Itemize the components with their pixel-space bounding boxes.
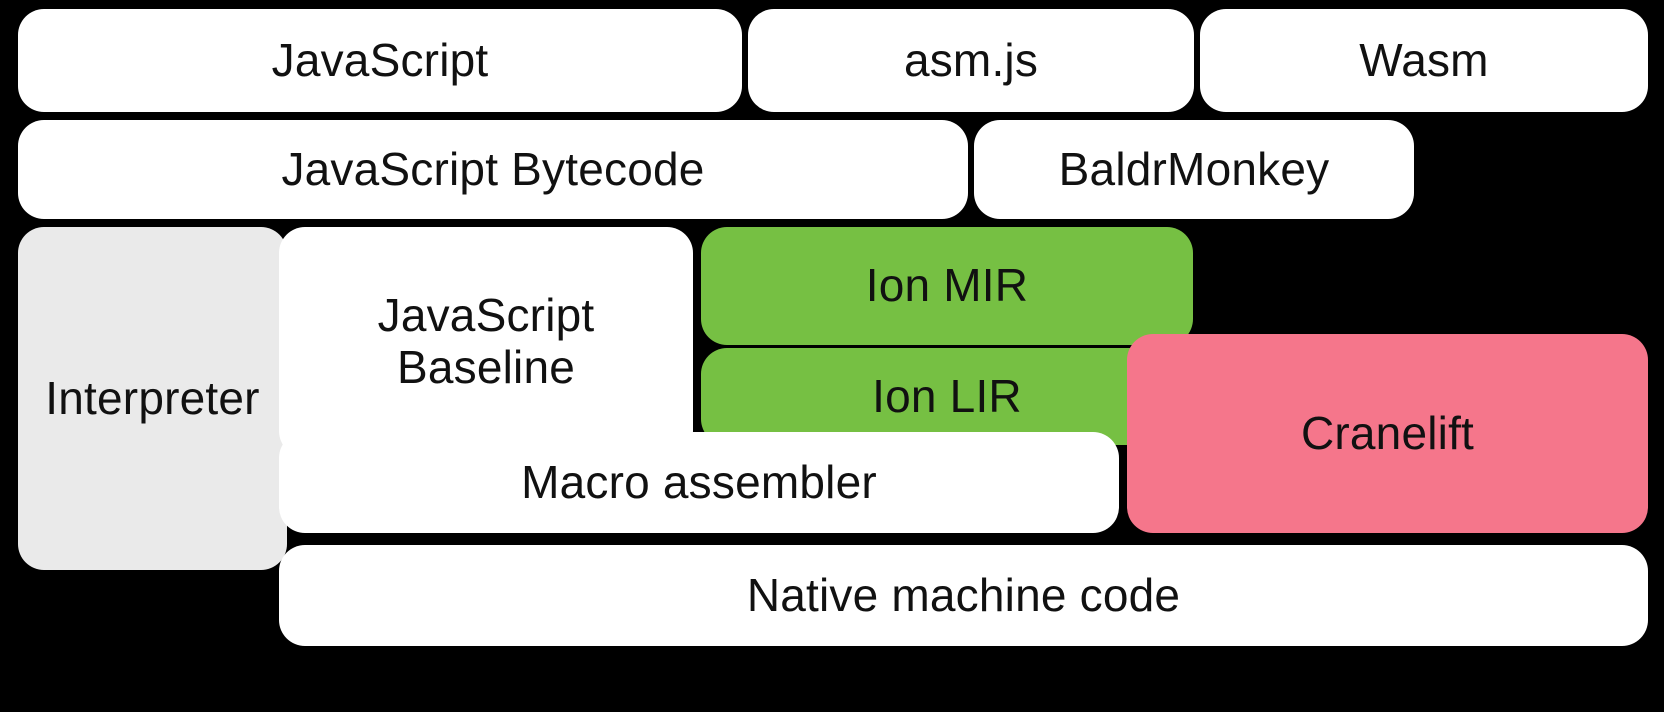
node-label-javascript: JavaScript [271, 33, 489, 86]
node-label-native-machine-code: Native machine code [746, 568, 1181, 621]
node-label-baldrmonkey: BaldrMonkey [1058, 142, 1330, 195]
node-label-macro-assembler: Macro assembler [521, 455, 877, 508]
node-ion-mir[interactable]: Ion MIR [701, 227, 1193, 345]
node-asm-js[interactable]: asm.js [748, 9, 1194, 112]
node-ion-lir[interactable]: Ion LIR [701, 348, 1193, 445]
node-label-wasm: Wasm [1359, 33, 1489, 86]
node-label-javascript-baseline: JavaScript Baseline [377, 289, 595, 393]
node-label-cranelift: Cranelift [1300, 406, 1475, 459]
node-label-ion-mir: Ion MIR [865, 259, 1029, 312]
node-javascript-bytecode[interactable]: JavaScript Bytecode [18, 120, 968, 219]
node-interpreter[interactable]: Interpreter [18, 227, 287, 570]
node-label-ion-lir: Ion LIR [872, 369, 1022, 422]
node-wasm[interactable]: Wasm [1200, 9, 1648, 112]
node-label-interpreter: Interpreter [45, 371, 260, 424]
node-javascript[interactable]: JavaScript [18, 9, 742, 112]
node-label-asm-js: asm.js [903, 33, 1039, 86]
node-macro-assembler[interactable]: Macro assembler [279, 432, 1119, 533]
node-cranelift[interactable]: Cranelift [1127, 334, 1648, 533]
node-javascript-baseline[interactable]: JavaScript Baseline [279, 227, 693, 457]
node-native-machine-code[interactable]: Native machine code [279, 545, 1648, 646]
node-baldrmonkey[interactable]: BaldrMonkey [974, 120, 1414, 219]
node-label-javascript-bytecode: JavaScript Bytecode [281, 142, 705, 195]
